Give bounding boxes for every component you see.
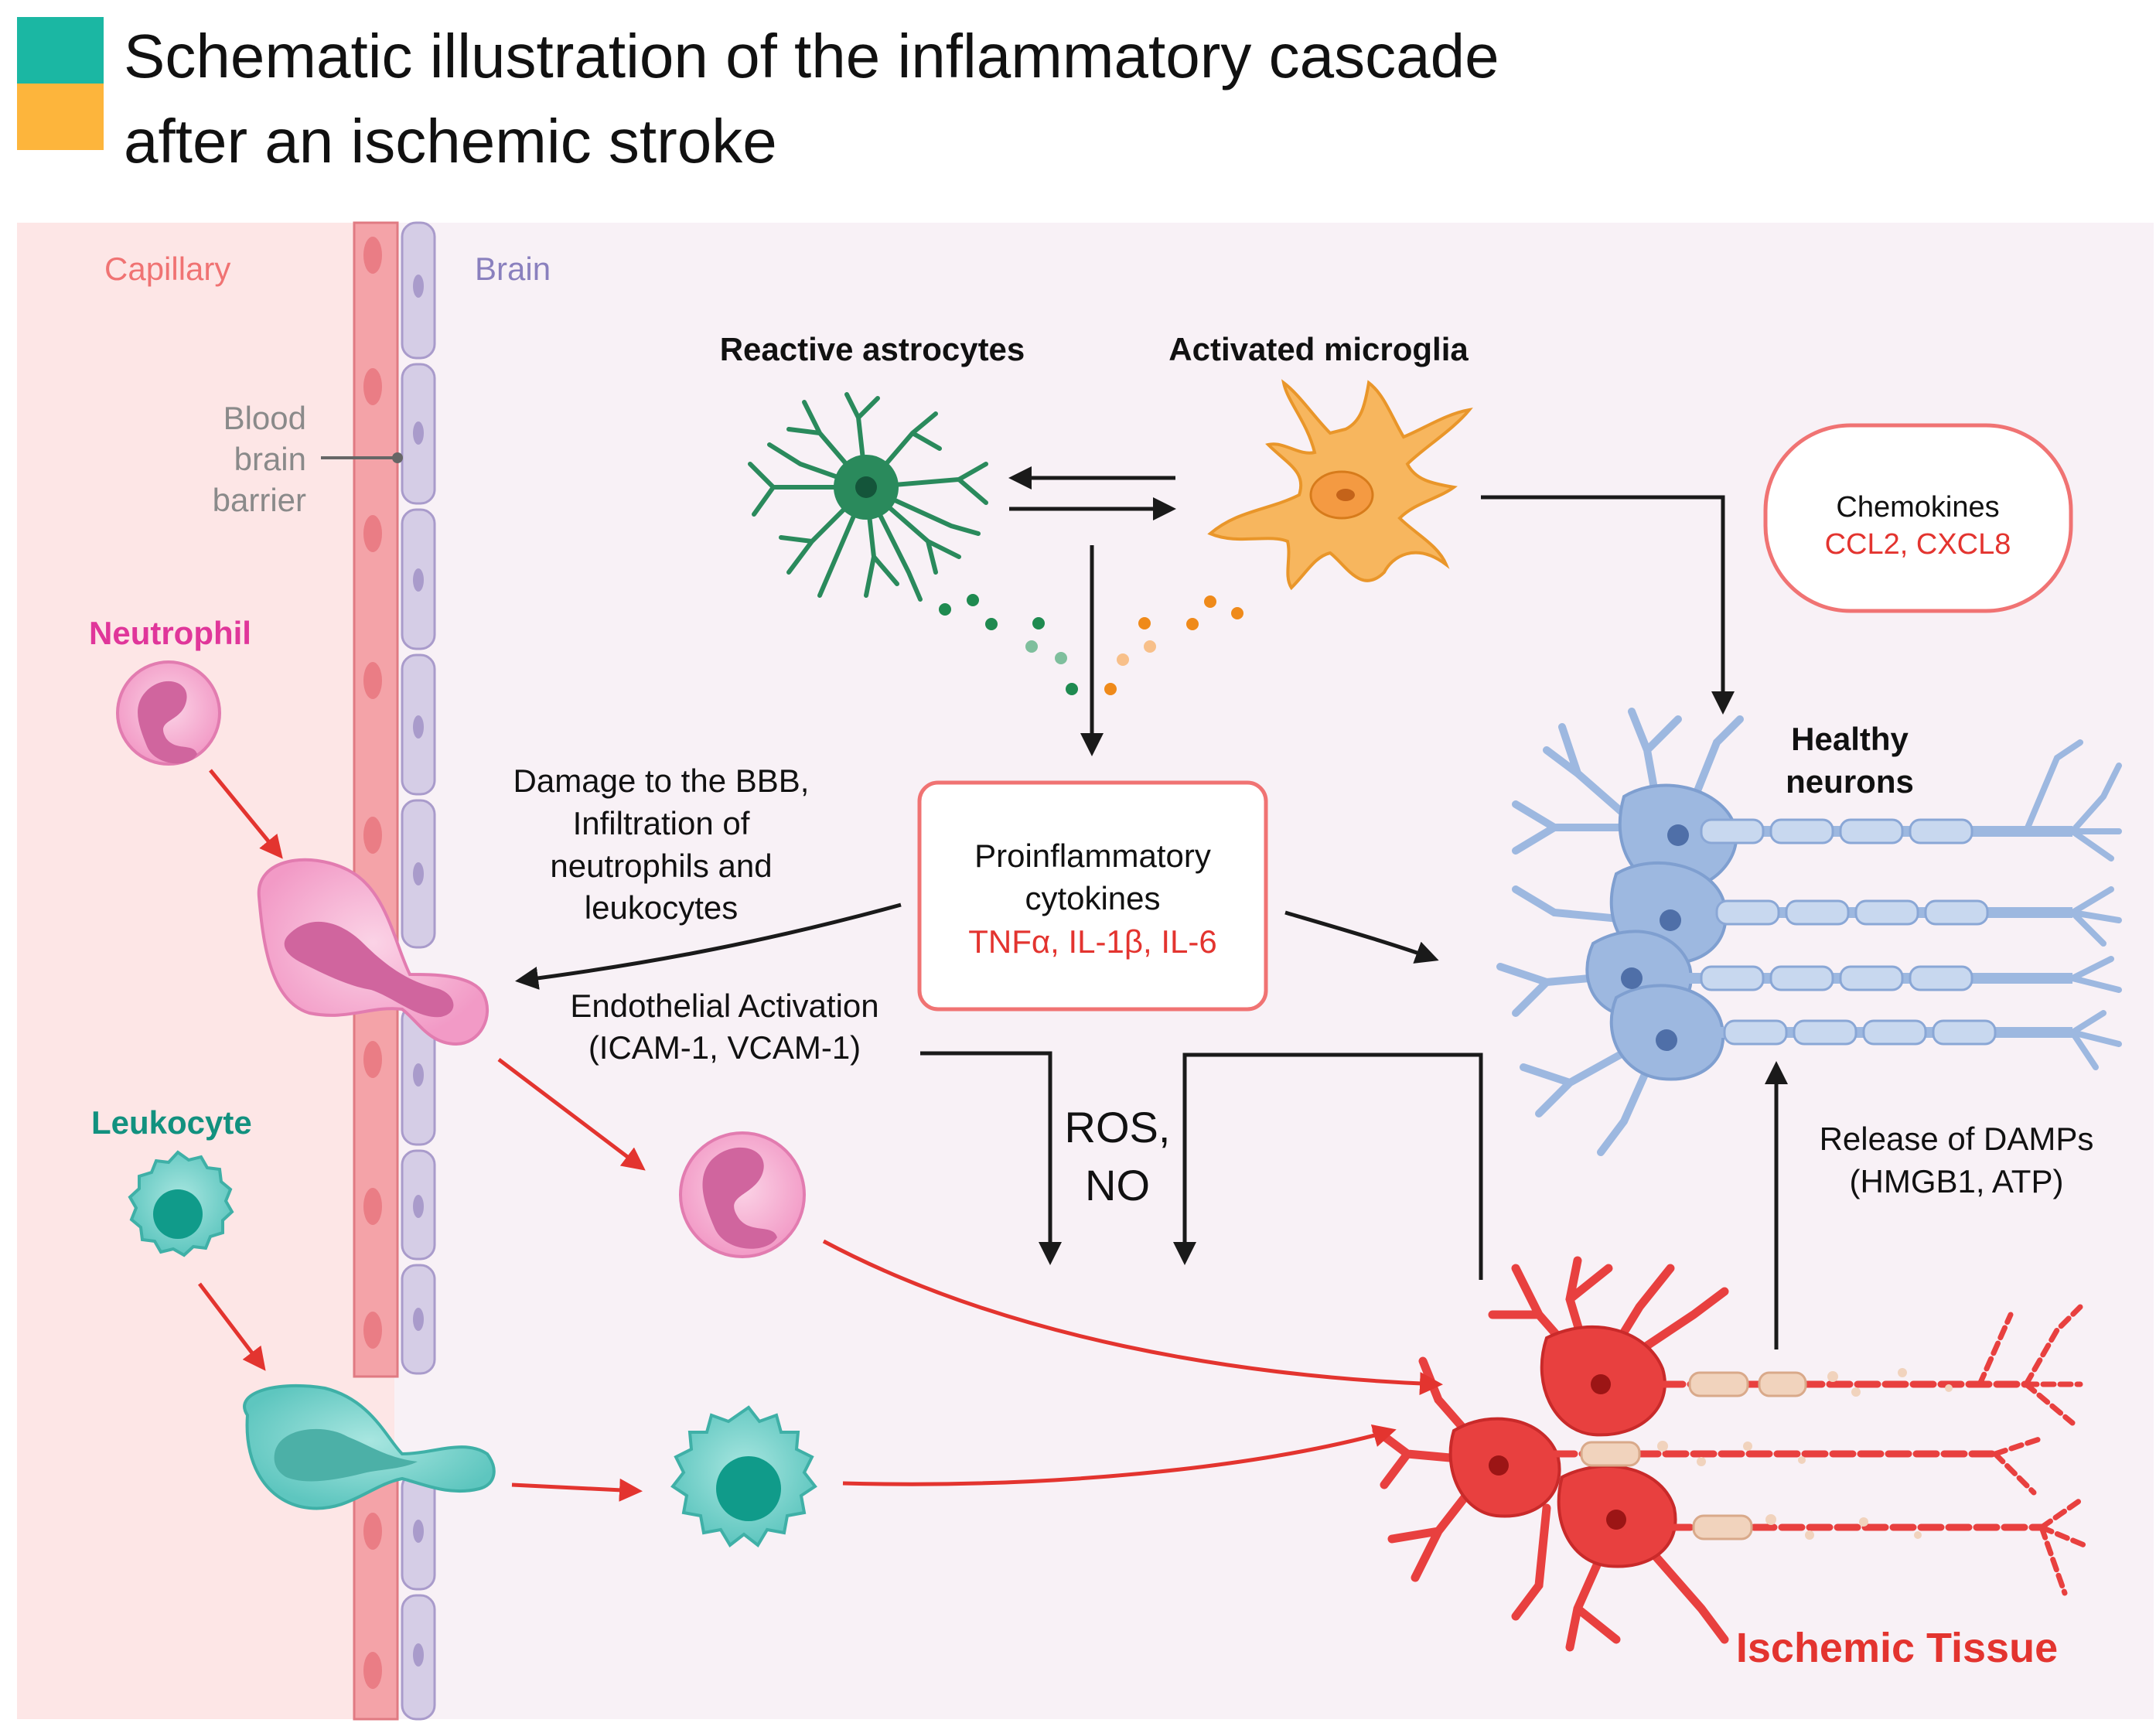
svg-text:Damage to the BBB,: Damage to the BBB, xyxy=(513,763,810,799)
healthy-neurons xyxy=(1496,708,2122,1156)
arrow-cytokines-to-bbb xyxy=(515,902,902,990)
astrocyte-nucleus xyxy=(855,476,877,498)
arrow-ischemic-feedback xyxy=(1173,1053,1483,1280)
ischemic-neurons xyxy=(1372,1256,2091,1652)
damps-text: Release of DAMPs (HMGB1, ATP) xyxy=(1820,1121,2094,1199)
chemokines-title: Chemokines xyxy=(1836,491,1999,524)
blood-brain-barrier xyxy=(321,221,436,1721)
leukocyte-arrow-2 xyxy=(511,1478,643,1502)
endothelial-text: Endothelial Activation (ICAM-1, VCAM-1) xyxy=(570,988,878,1066)
svg-text:neutrophils and: neutrophils and xyxy=(550,848,772,884)
ischemic-tissue-label: Ischemic Tissue xyxy=(1736,1625,2058,1671)
title-swatch-orange xyxy=(17,84,104,150)
leukocyte-in-brain xyxy=(670,1405,817,1547)
leukocyte-cell xyxy=(128,1150,234,1257)
leukocyte-arrow-1 xyxy=(198,1282,266,1371)
astrocyte-secretion-dots xyxy=(939,594,1078,695)
cytokines-line-1: Proinflammatory xyxy=(974,838,1211,874)
arrow-leukocyte-to-ischemic xyxy=(842,1424,1397,1486)
svg-text:NO: NO xyxy=(1085,1161,1150,1210)
title-line-2: after an ischemic stroke xyxy=(124,107,777,176)
arrow-neutrophil-to-ischemic xyxy=(822,1239,1443,1396)
title-swatch-teal xyxy=(17,17,104,84)
svg-text:(HMGB1, ATP): (HMGB1, ATP) xyxy=(1850,1163,2064,1199)
microglia-label: Activated microglia xyxy=(1168,331,1469,367)
brain-label: Brain xyxy=(475,251,551,287)
cytokines-box: Proinflammatory cytokines TNFα, IL-1β, I… xyxy=(917,780,1268,1012)
cytokines-items: TNFα, IL-1β, IL-6 xyxy=(968,923,1217,960)
leukocyte-label: Leukocyte xyxy=(91,1104,252,1141)
bbb-label: Blood brain barrier xyxy=(213,400,306,518)
damage-text: Damage to the BBB, Infiltration of neutr… xyxy=(513,763,810,926)
neutrophil-transmigrating xyxy=(257,858,489,1046)
healthy-neurons-label-1: Healthy xyxy=(1791,721,1909,757)
title-block: Schematic illustration of the inflammato… xyxy=(17,17,1499,176)
ros-no-text: ROS, NO xyxy=(1065,1103,1171,1210)
svg-text:leukocytes: leukocytes xyxy=(585,889,738,926)
svg-text:Release of DAMPs: Release of DAMPs xyxy=(1820,1121,2094,1157)
capillary-label: Capillary xyxy=(104,251,230,287)
microglia-secretion-dots xyxy=(1104,595,1243,695)
svg-text:ROS,: ROS, xyxy=(1065,1103,1171,1152)
neutrophil-cell xyxy=(116,660,221,766)
neutrophil-label: Neutrophil xyxy=(89,615,251,651)
leukocyte-transmigrating xyxy=(243,1384,496,1510)
arrow-endothelial-to-ischemic xyxy=(920,1051,1062,1265)
chemokines-box: Chemokines CCL2, CXCL8 xyxy=(1763,423,2073,613)
neutrophil-in-brain xyxy=(679,1131,806,1258)
svg-text:Infiltration of: Infiltration of xyxy=(573,805,750,841)
svg-text:Blood: Blood xyxy=(223,400,306,436)
title-line-1: Schematic illustration of the inflammato… xyxy=(124,22,1499,90)
healthy-neurons-label-2: neurons xyxy=(1786,763,1914,800)
arrow-cytokines-to-neurons xyxy=(1284,910,1439,964)
svg-text:Endothelial Activation: Endothelial Activation xyxy=(570,988,878,1024)
svg-text:barrier: barrier xyxy=(213,482,306,518)
astrocytes-label: Reactive astrocytes xyxy=(720,331,1025,367)
svg-text:(ICAM-1, VCAM-1): (ICAM-1, VCAM-1) xyxy=(588,1029,861,1066)
neutrophil-arrow-2 xyxy=(497,1058,646,1171)
bbb-pointer-dot xyxy=(392,452,403,463)
cytokines-line-2: cytokines xyxy=(1025,880,1160,916)
neutrophil-arrow-1 xyxy=(209,769,283,859)
svg-text:brain: brain xyxy=(234,441,306,477)
chemokines-items: CCL2, CXCL8 xyxy=(1825,528,2011,561)
arrow-microglia-to-neurons xyxy=(1481,495,1735,715)
microglia-cell xyxy=(1207,379,1473,591)
